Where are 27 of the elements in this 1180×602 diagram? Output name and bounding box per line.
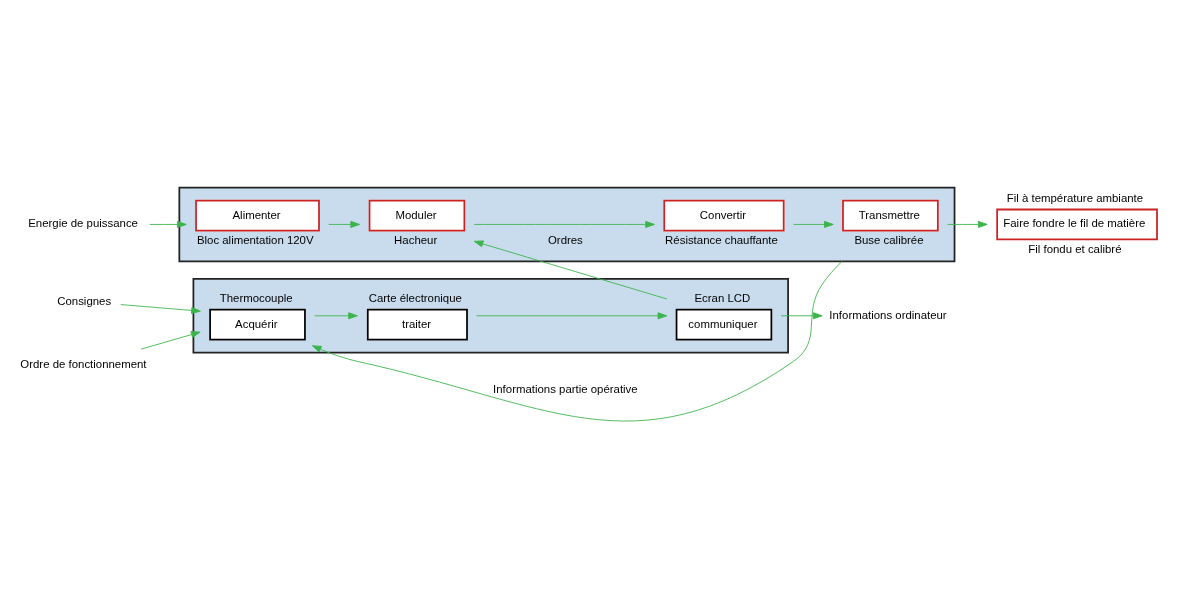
- node-text: Informations ordinateur: [829, 308, 947, 321]
- edge-label: Informations partie opérative: [493, 383, 638, 396]
- node-label: Carte électronique: [368, 292, 462, 305]
- node-label: Fil à température ambiante: [1006, 191, 1144, 204]
- arrow: [473, 240, 668, 300]
- arrow: [314, 312, 358, 320]
- arrow: [793, 220, 834, 228]
- node-text: Energie de puissance: [28, 217, 138, 230]
- node-text: Ordre de fonctionnement: [20, 357, 147, 370]
- node-label: Fil fondu et calibré: [1028, 242, 1122, 255]
- arrow: [328, 220, 361, 228]
- arrow: [473, 220, 655, 228]
- arrow: [120, 304, 201, 314]
- node-label: Ecran LCD: [694, 292, 751, 305]
- arrow: [140, 331, 201, 350]
- node-label: Bloc alimentation 120V: [196, 234, 314, 247]
- arrow: [780, 312, 823, 320]
- arrow: [475, 312, 668, 320]
- node-label: Résistance chauffante: [665, 234, 778, 247]
- node-label: Buse calibrée: [854, 234, 924, 247]
- arrow: [311, 260, 843, 422]
- node-label: Hacheur: [394, 234, 438, 247]
- arrow: [947, 220, 988, 228]
- arrow: [149, 220, 187, 228]
- node-text: Consignes: [57, 294, 112, 307]
- node-label: Thermocouple: [219, 292, 293, 305]
- edge-label: Ordres: [547, 234, 583, 247]
